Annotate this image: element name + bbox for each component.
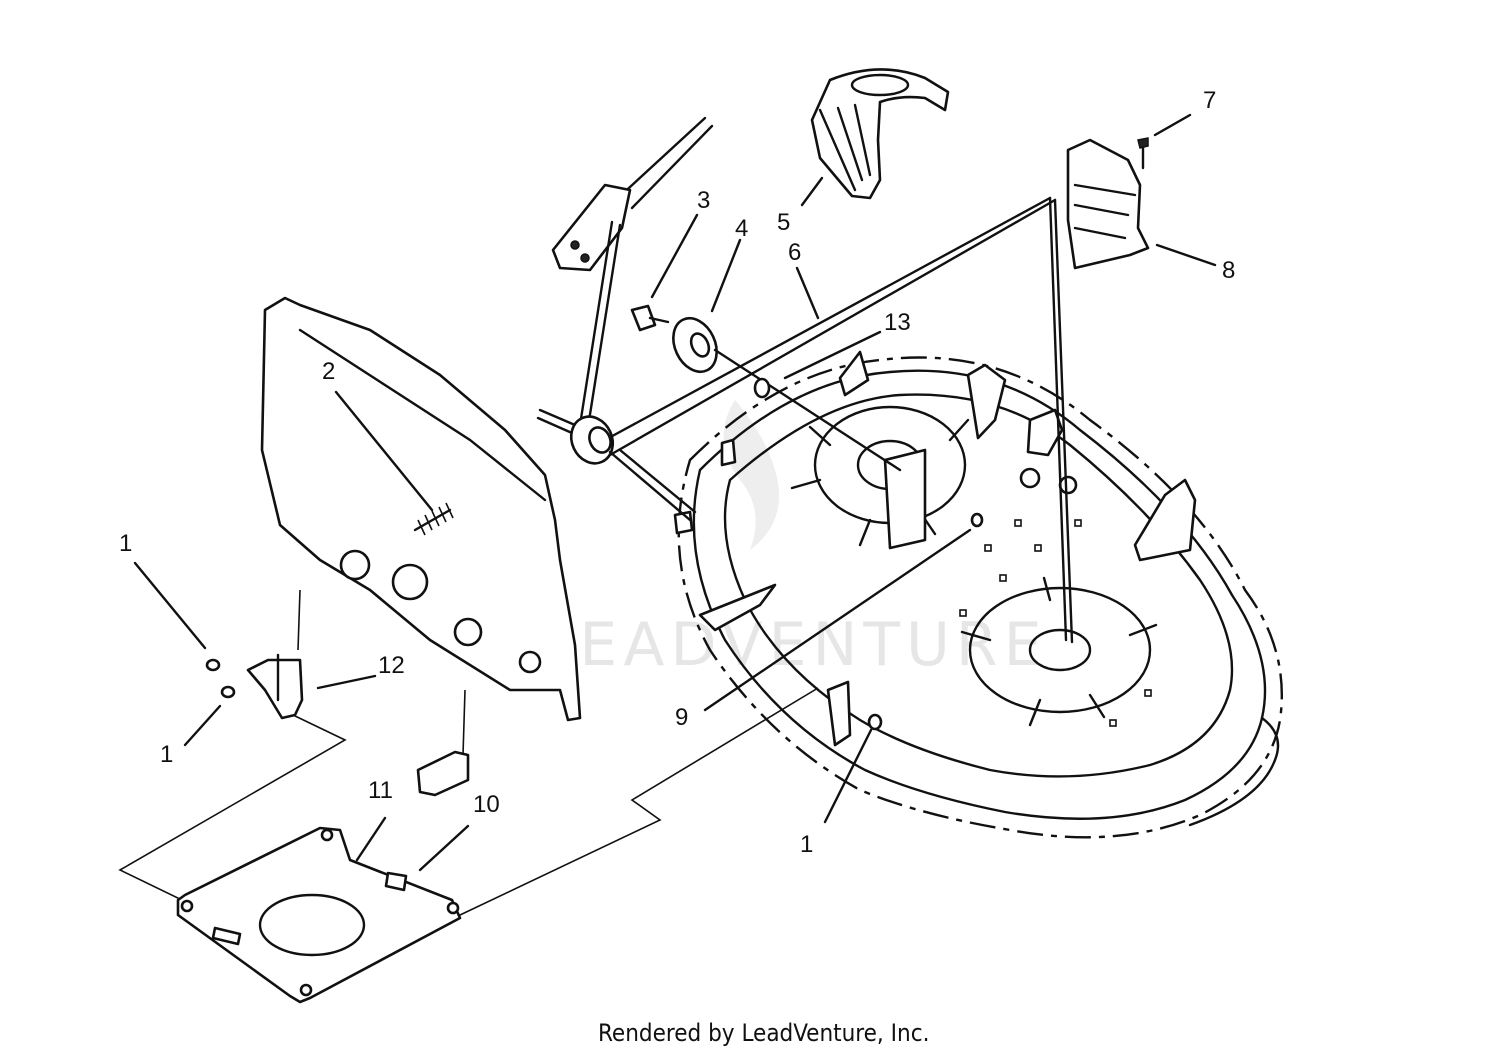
callout-9: 9 <box>675 704 688 731</box>
callout-3: 3 <box>697 187 710 214</box>
callout-8: 8 <box>1222 257 1235 284</box>
mounting-plate-11 <box>176 826 462 1004</box>
discharge-chute-5 <box>810 68 950 200</box>
hanger-bracket-2 <box>260 296 582 722</box>
callout-11: 11 <box>368 777 393 804</box>
callout-labels: 1 1 1 2 3 4 5 6 7 8 9 10 11 12 13 <box>119 87 1235 858</box>
callout-1-deck: 1 <box>800 831 813 858</box>
callout-7: 7 <box>1203 87 1216 114</box>
callout-4: 4 <box>735 215 748 242</box>
callout-1-left-lower: 1 <box>160 741 173 768</box>
mower-deck <box>673 350 1284 839</box>
leader-lines <box>133 113 1217 872</box>
callout-10: 10 <box>473 791 500 818</box>
callout-2: 2 <box>322 358 335 385</box>
watermark-text: LEADVENTURE <box>540 610 1048 680</box>
nuts-1 <box>205 512 984 731</box>
callout-5: 5 <box>777 209 790 236</box>
callout-6: 6 <box>788 239 801 266</box>
bracket-12 <box>246 653 304 720</box>
callout-1-left-upper: 1 <box>119 530 132 557</box>
discharge-chute-8 <box>1066 137 1150 270</box>
callout-12: 12 <box>378 652 405 679</box>
bracket-lower <box>416 750 470 797</box>
belt-pulley-assembly <box>536 116 1074 644</box>
callout-13: 13 <box>884 309 911 336</box>
footer-credit: Rendered by LeadVenture, Inc. <box>598 1019 929 1047</box>
